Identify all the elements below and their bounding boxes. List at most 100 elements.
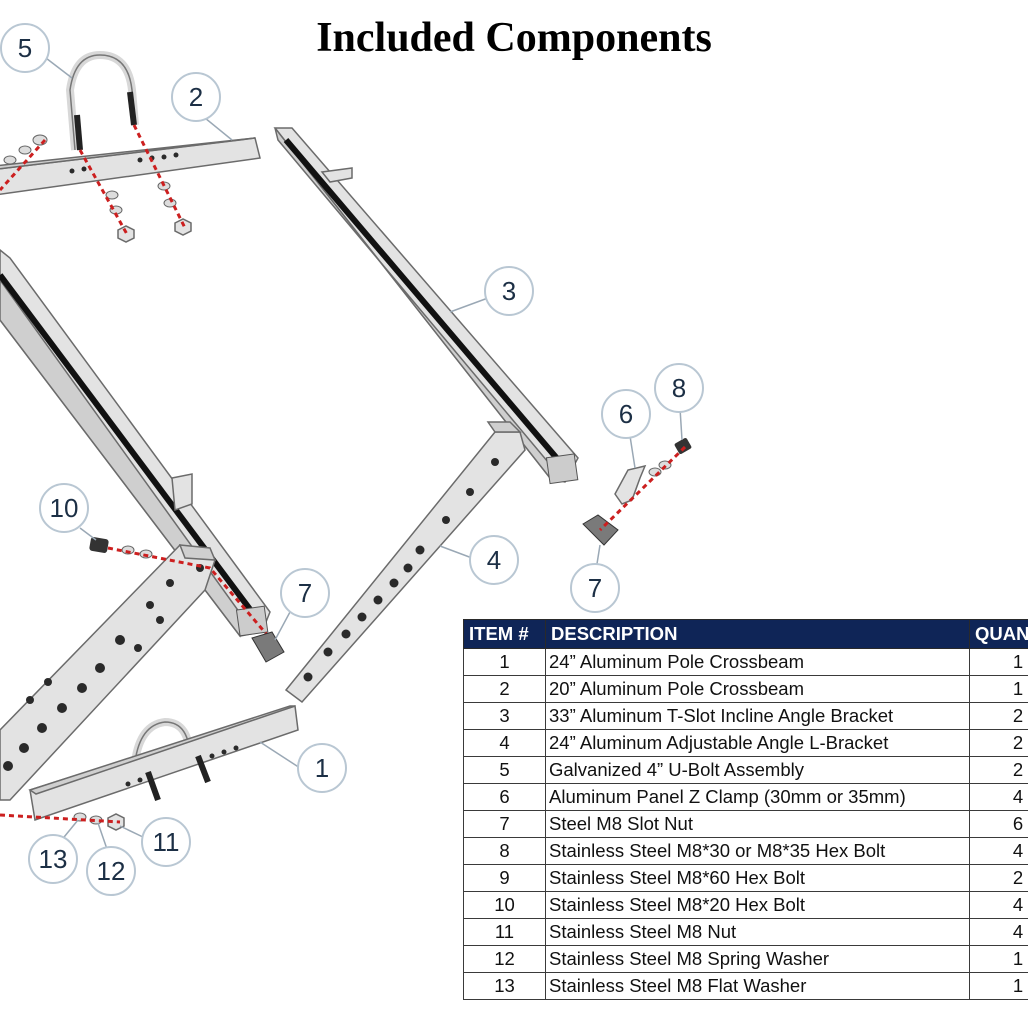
part-4-l-bracket <box>284 421 526 704</box>
callout-10: 10 <box>39 483 89 533</box>
item-description: 33” Aluminum T-Slot Incline Angle Bracke… <box>545 702 970 730</box>
callout-13: 13 <box>28 834 78 884</box>
callout-2: 2 <box>171 72 221 122</box>
callout-12: 12 <box>86 846 136 896</box>
callout-label: 2 <box>189 82 203 112</box>
part-6-z-clamp <box>614 464 647 505</box>
callout-7b: 7 <box>570 563 620 613</box>
item-quantity: 2 <box>969 756 1028 784</box>
callout-label: 8 <box>672 373 686 403</box>
header-item: ITEM # <box>463 619 546 649</box>
table-row: 13 Stainless Steel M8 Flat Washer 1 <box>463 972 1028 1000</box>
item-quantity: 1 <box>969 972 1028 1000</box>
header-description: DESCRIPTION <box>545 619 970 649</box>
part-3-t-slot-bracket <box>273 127 579 485</box>
part-8-hex-bolt <box>648 438 692 477</box>
item-quantity: 6 <box>969 810 1028 838</box>
item-number: 1 <box>463 648 546 676</box>
callout-11: 11 <box>141 817 191 867</box>
item-quantity: 1 <box>969 945 1028 973</box>
callout-label: 10 <box>50 493 79 523</box>
callout-label: 1 <box>315 753 329 783</box>
callout-label: 7 <box>298 578 312 608</box>
item-number: 3 <box>463 702 546 730</box>
part-3-t-slot-bracket-left <box>0 249 271 638</box>
fastener-path-11 <box>0 813 121 824</box>
item-quantity: 4 <box>969 891 1028 919</box>
table-row: 5 Galvanized 4” U-Bolt Assembly 2 <box>463 756 1028 784</box>
fastener-path-5a <box>78 149 130 237</box>
callout-label: 7 <box>588 573 602 603</box>
item-quantity: 4 <box>969 918 1028 946</box>
item-quantity: 2 <box>969 702 1028 730</box>
item-description: 20” Aluminum Pole Crossbeam <box>545 675 970 703</box>
item-description: Stainless Steel M8*30 or M8*35 Hex Bolt <box>545 837 970 865</box>
fastener-path-10 <box>107 546 282 651</box>
part-4-l-bracket-left <box>0 544 217 801</box>
callout-label: 12 <box>97 856 126 886</box>
fastener-path-5c <box>0 138 47 192</box>
item-number: 10 <box>463 891 546 919</box>
callout-1: 1 <box>297 743 347 793</box>
callout-label: 5 <box>18 33 32 63</box>
item-description: Stainless Steel M8 Nut <box>545 918 970 946</box>
item-number: 4 <box>463 729 546 757</box>
callout-label: 3 <box>502 276 516 306</box>
item-quantity: 1 <box>969 648 1028 676</box>
callout-6: 6 <box>601 389 651 439</box>
item-description: Stainless Steel M8*20 Hex Bolt <box>545 891 970 919</box>
callout-3: 3 <box>484 266 534 316</box>
table-row: 3 33” Aluminum T-Slot Incline Angle Brac… <box>463 702 1028 730</box>
callout-label: 4 <box>487 545 501 575</box>
fastener-path-5b <box>132 124 187 229</box>
item-description: Stainless Steel M8*60 Hex Bolt <box>545 864 970 892</box>
item-quantity: 1 <box>969 675 1028 703</box>
item-number: 7 <box>463 810 546 838</box>
leader-lines <box>41 54 683 853</box>
part-2-crossbeam <box>0 137 261 196</box>
callout-8: 8 <box>654 363 704 413</box>
callout-label: 11 <box>153 827 180 857</box>
table-row: 9 Stainless Steel M8*60 Hex Bolt 2 <box>463 864 1028 892</box>
fastener-path-8 <box>598 445 687 532</box>
components-table: ITEM # DESCRIPTION QUAN 1 24” Aluminum P… <box>463 619 1028 1000</box>
item-description: Galvanized 4” U-Bolt Assembly <box>545 756 970 784</box>
part-5-u-bolt <box>3 50 192 243</box>
item-number: 8 <box>463 837 546 865</box>
table-row: 7 Steel M8 Slot Nut 6 <box>463 810 1028 838</box>
part-7-slot-nut-left <box>251 631 285 663</box>
item-number: 11 <box>463 918 546 946</box>
callout-5: 5 <box>0 23 50 73</box>
part-10-hex-bolt <box>89 537 153 559</box>
item-description: Stainless Steel M8 Spring Washer <box>545 945 970 973</box>
table-row: 8 Stainless Steel M8*30 or M8*35 Hex Bol… <box>463 837 1028 865</box>
callout-label: 6 <box>619 399 633 429</box>
table-row: 10 Stainless Steel M8*20 Hex Bolt 4 <box>463 891 1028 919</box>
table-row: 12 Stainless Steel M8 Spring Washer 1 <box>463 945 1028 973</box>
item-quantity: 2 <box>969 864 1028 892</box>
item-description: 24” Aluminum Pole Crossbeam <box>545 648 970 676</box>
item-number: 12 <box>463 945 546 973</box>
item-quantity: 2 <box>969 729 1028 757</box>
table-row: 4 24” Aluminum Adjustable Angle L-Bracke… <box>463 729 1028 757</box>
header-quantity: QUAN <box>969 619 1028 649</box>
page-title: Included Components <box>316 15 712 61</box>
item-number: 13 <box>463 972 546 1000</box>
table-header-row: ITEM # DESCRIPTION QUAN <box>463 619 1028 649</box>
table-row: 1 24” Aluminum Pole Crossbeam 1 <box>463 648 1028 676</box>
table-row: 2 20” Aluminum Pole Crossbeam 1 <box>463 675 1028 703</box>
table-row: 11 Stainless Steel M8 Nut 4 <box>463 918 1028 946</box>
item-description: Steel M8 Slot Nut <box>545 810 970 838</box>
item-number: 5 <box>463 756 546 784</box>
item-description: 24” Aluminum Adjustable Angle L-Bracket <box>545 729 970 757</box>
item-quantity: 4 <box>969 783 1028 811</box>
item-number: 2 <box>463 675 546 703</box>
item-quantity: 4 <box>969 837 1028 865</box>
callout-4: 4 <box>469 535 519 585</box>
table-row: 6 Aluminum Panel Z Clamp (30mm or 35mm) … <box>463 783 1028 811</box>
callout-7a: 7 <box>280 568 330 618</box>
item-description: Aluminum Panel Z Clamp (30mm or 35mm) <box>545 783 970 811</box>
item-number: 9 <box>463 864 546 892</box>
part-1-crossbeam <box>28 705 299 821</box>
